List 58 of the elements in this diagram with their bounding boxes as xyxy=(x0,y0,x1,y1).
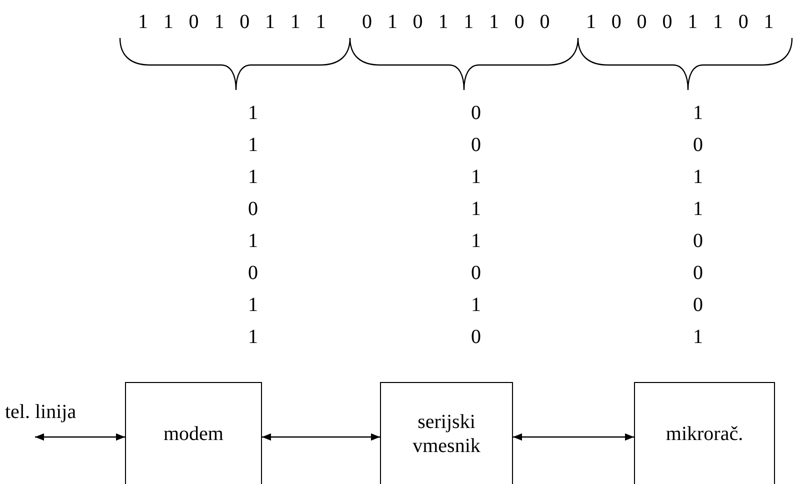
double-arrow xyxy=(35,433,125,441)
bit-digit: 1 xyxy=(438,11,448,33)
bit-digit: 0 xyxy=(514,11,524,33)
block-label: mikrorač. xyxy=(666,422,744,446)
bit-digit: 1 xyxy=(471,198,481,220)
bit-digit: 1 xyxy=(471,294,481,316)
bit-digit: 0 xyxy=(693,134,703,156)
bit-digit: 1 xyxy=(471,230,481,252)
bit-digit: 1 xyxy=(248,326,258,348)
bit-digit: 1 xyxy=(387,11,398,33)
bit-digit: 0 xyxy=(611,11,622,33)
bit-digit: 0 xyxy=(412,11,423,33)
bit-digit: 1 xyxy=(248,294,258,316)
bit-digit: 1 xyxy=(713,11,723,33)
bit-digit: 0 xyxy=(693,230,703,252)
bit-digit: 0 xyxy=(693,262,703,284)
bit-digit: 0 xyxy=(662,11,672,33)
bit-digit: 1 xyxy=(138,11,148,33)
bit-digit: 0 xyxy=(471,326,481,348)
bit-digit: 0 xyxy=(471,262,481,284)
bit-digit: 0 xyxy=(240,11,250,33)
bit-digit: 0 xyxy=(693,294,703,316)
bit-digit: 1 xyxy=(489,11,499,33)
bit-digit: 1 xyxy=(290,11,300,33)
bit-digit: 0 xyxy=(738,11,748,33)
bit-digit: 1 xyxy=(693,198,703,220)
bit-digit: 0 xyxy=(540,11,550,33)
bit-digit: 1 xyxy=(248,102,258,124)
block-box xyxy=(125,382,262,484)
bit-digit: 1 xyxy=(265,11,275,33)
bit-digit: 0 xyxy=(636,11,647,33)
bit-digit: 0 xyxy=(248,198,258,220)
edge-label: tel. linija xyxy=(5,401,76,423)
bit-digit: 1 xyxy=(693,166,703,188)
bit-digit: 1 xyxy=(464,11,474,33)
double-arrow xyxy=(262,433,380,441)
bit-digit: 1 xyxy=(248,230,258,252)
bit-digit: 0 xyxy=(248,262,258,284)
block-box xyxy=(634,382,775,484)
bit-digit: 1 xyxy=(248,166,258,188)
bit-digit: 1 xyxy=(693,102,703,124)
bit-digit: 1 xyxy=(316,11,326,33)
bit-digit: 0 xyxy=(362,11,372,33)
bit-digit: 1 xyxy=(586,11,596,33)
block-box xyxy=(380,382,513,484)
bit-digit: 1 xyxy=(471,166,481,188)
bit-digit: 1 xyxy=(248,134,258,156)
bit-digit: 0 xyxy=(471,102,481,124)
bit-digit: 1 xyxy=(688,11,698,33)
bit-digit: 0 xyxy=(471,134,481,156)
bit-digit: 1 xyxy=(214,11,224,33)
bit-digit: 1 xyxy=(163,11,174,33)
block-label: modem xyxy=(164,422,224,446)
bit-digit: 1 xyxy=(764,11,774,33)
double-arrow xyxy=(513,433,634,441)
bit-digit: 1 xyxy=(693,326,703,348)
block-label: serijski vmesnik xyxy=(412,410,482,458)
bit-digit: 0 xyxy=(188,11,199,33)
